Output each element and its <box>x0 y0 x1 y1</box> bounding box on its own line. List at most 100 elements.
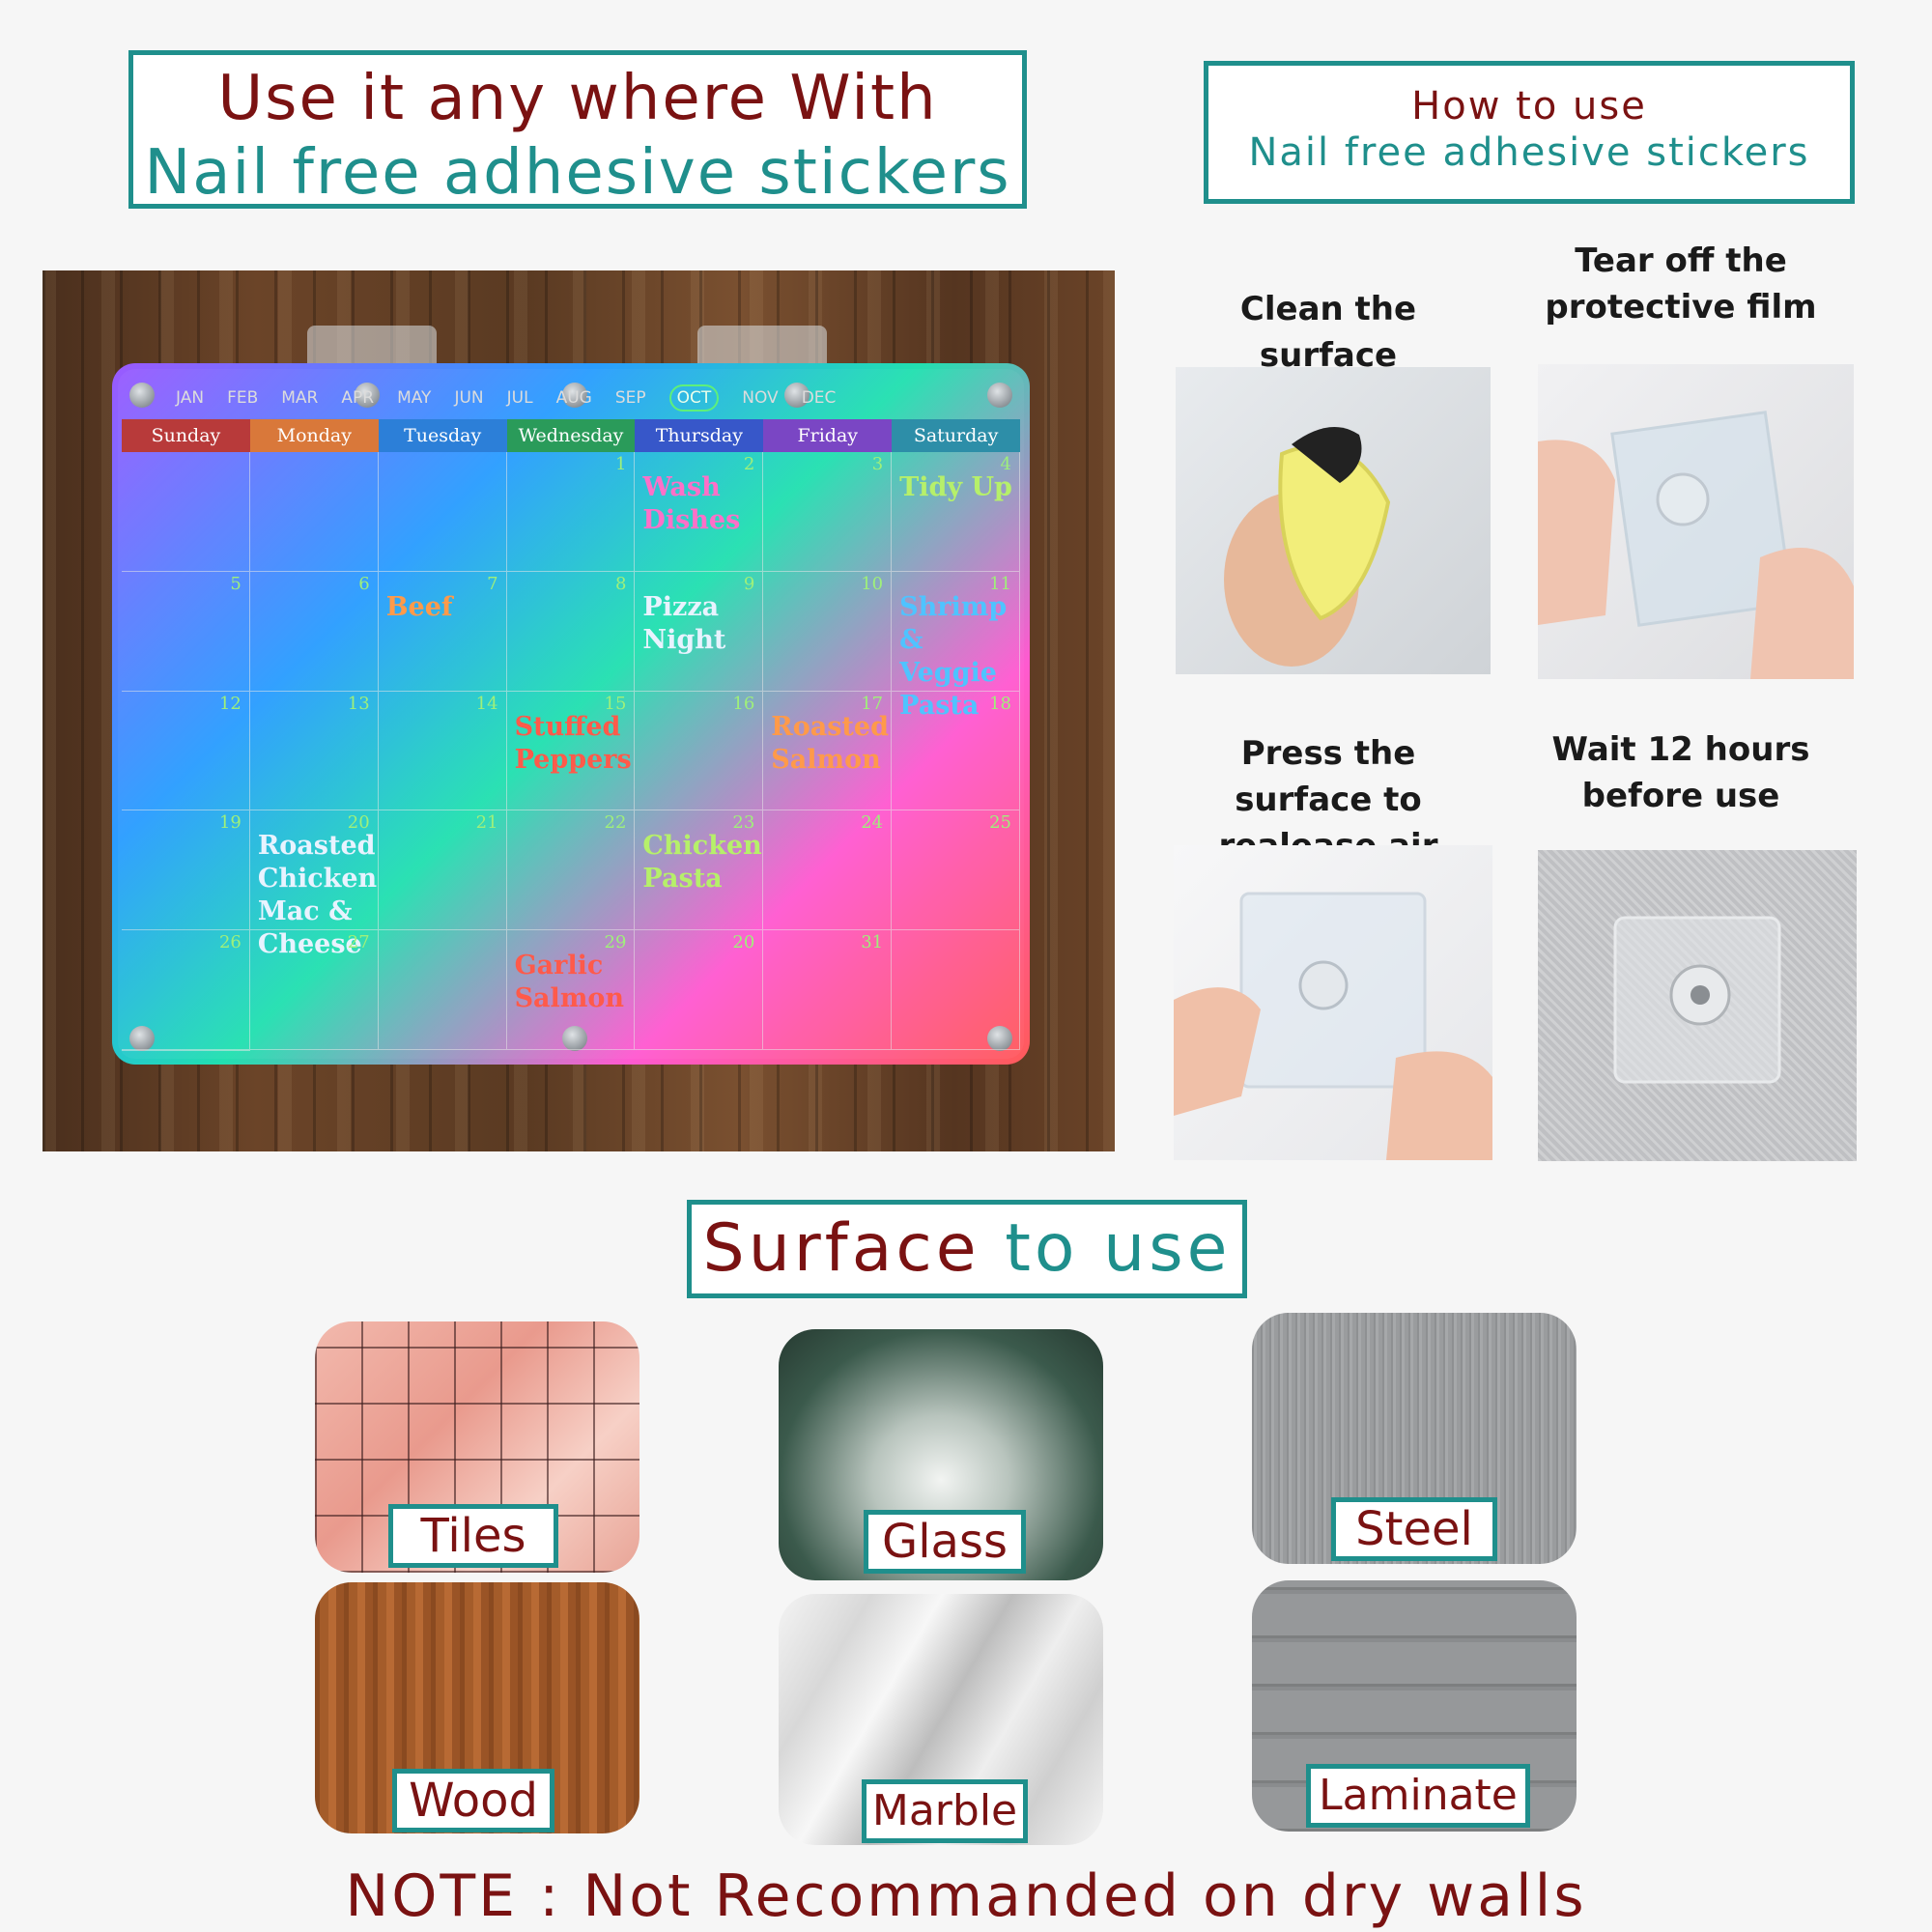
calendar-cell: 25 <box>892 810 1020 931</box>
press-hand-icon <box>1174 892 1492 1160</box>
calendar-cell: 31 <box>763 930 893 1050</box>
meal-note: Roasted Salmon <box>771 711 889 775</box>
day-number: 2 <box>743 454 755 474</box>
month-oct: OCT <box>668 384 720 412</box>
wood-label: Wood <box>392 1769 554 1833</box>
weekday-tuesday: Tuesday <box>378 419 507 452</box>
step-wait-title: Wait 12 hours before use <box>1551 730 1810 815</box>
howto-line2: Nail free adhesive stickers <box>1248 130 1810 175</box>
month-dec: DEC <box>801 388 837 408</box>
day-number: 1 <box>614 454 627 474</box>
calendar-cell: 24 <box>763 810 893 931</box>
day-number: 3 <box>871 454 884 474</box>
step-tear-title: Tear off the protective film <box>1545 242 1817 327</box>
month-aug: AUG <box>555 388 592 408</box>
howto-box: How to use Nail free adhesive stickers <box>1204 61 1855 204</box>
day-number: 22 <box>604 812 627 834</box>
meal-note: Pizza Night <box>642 591 726 655</box>
headline-box: Use it any where With Nail free adhesive… <box>128 50 1027 209</box>
surface-title-part2: to use <box>980 1210 1232 1287</box>
surface-title-box: Surface to use <box>687 1200 1247 1298</box>
calendar-cell: 12 <box>122 691 250 811</box>
meal-note: Garlic Salmon <box>514 951 625 1014</box>
surface-title-part1: Surface <box>702 1210 980 1287</box>
screw-icon <box>129 383 155 408</box>
calendar-cell: 3 <box>763 452 893 572</box>
day-number: 10 <box>861 573 884 594</box>
month-jul: JUL <box>506 388 533 408</box>
laminate-label: Laminate <box>1306 1764 1530 1828</box>
meal-note: Shrimp & Veggie Pasta <box>899 591 1008 721</box>
calendar-cell <box>249 452 379 572</box>
calendar-cell <box>378 930 507 1050</box>
day-number: 24 <box>861 812 884 834</box>
screw-icon <box>987 1026 1012 1051</box>
calendar-cell: 26 <box>122 930 250 1050</box>
calendar-cell <box>122 1050 250 1051</box>
weekday-wednesday: Wednesday <box>506 419 636 452</box>
month-sep: SEP <box>614 388 646 408</box>
note-text: NOTE : Not Recommanded on dry walls <box>345 1862 1587 1930</box>
step-clean-photo <box>1176 367 1491 674</box>
month-apr: APR <box>341 388 375 408</box>
month-jan: JAN <box>176 388 205 408</box>
month-feb: FEB <box>227 388 259 408</box>
meal-note: Tidy Up <box>899 472 1012 502</box>
weekday-monday: Monday <box>249 419 379 452</box>
step-wait-photo <box>1538 850 1857 1161</box>
calendar-cell: 16 <box>635 691 764 811</box>
calendar-cell: 22 <box>506 810 636 931</box>
meal-note: Stuffed Peppers <box>514 711 632 775</box>
day-number: 6 <box>358 573 370 594</box>
day-number: 29 <box>604 932 627 953</box>
calendar-cell: 27 <box>249 930 379 1050</box>
day-number: 26 <box>218 932 242 953</box>
screw-icon <box>784 383 810 408</box>
calendar-cell: 6 <box>249 571 379 692</box>
day-number: 4 <box>1000 454 1011 474</box>
day-number: 25 <box>989 812 1011 834</box>
screw-icon <box>129 1026 155 1051</box>
day-number: 11 <box>989 573 1011 594</box>
calendar-cell: 20 <box>635 930 764 1050</box>
weekday-sunday: Sunday <box>122 419 250 452</box>
step-clean-title: Clean the surface <box>1239 290 1417 375</box>
screw-icon <box>562 1026 587 1051</box>
day-number: 19 <box>218 812 242 834</box>
howto-line1: How to use <box>1411 84 1647 128</box>
weekday-thursday: Thursday <box>635 419 764 452</box>
steel-label: Steel <box>1331 1497 1497 1561</box>
calendar-cell: 10 <box>763 571 893 692</box>
day-number: 5 <box>230 573 242 594</box>
calendar-cell: 13 <box>249 691 379 811</box>
meal-note: Beef <box>385 591 453 622</box>
calendar-cell: 19 <box>122 810 250 931</box>
calendar-cell: 5 <box>122 571 250 692</box>
screw-icon <box>562 383 587 408</box>
calendar-cell: 1 <box>506 452 636 572</box>
calendar-cell: 21 <box>378 810 507 931</box>
weekday-saturday: Saturday <box>892 419 1021 452</box>
day-number: 21 <box>475 812 498 834</box>
day-number: 16 <box>732 693 755 714</box>
meal-note: Wash Dishes <box>642 472 741 535</box>
calendar-cell: 14 <box>378 691 507 811</box>
day-number: 20 <box>732 932 755 953</box>
weekday-friday: Friday <box>763 419 893 452</box>
day-number: 9 <box>743 573 755 594</box>
step-press-photo <box>1174 845 1492 1160</box>
day-number: 12 <box>218 693 242 714</box>
headline-line1: Use it any where With <box>217 63 938 134</box>
meal-note: Roasted Chicken Mac & Cheese <box>257 831 378 960</box>
day-number: 8 <box>614 573 627 594</box>
day-number: 17 <box>861 693 884 714</box>
